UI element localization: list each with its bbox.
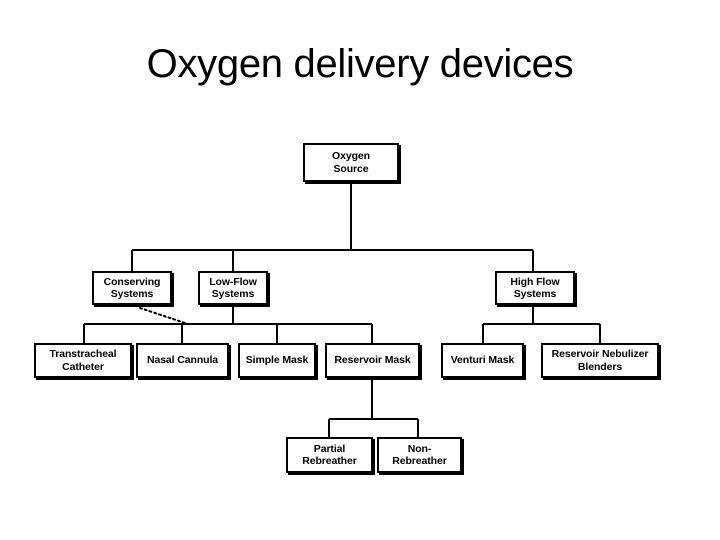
node-reservoir-mask-label: Reservoir Mask <box>334 354 411 367</box>
node-non-rebreather-label: Non- Rebreather <box>392 442 447 468</box>
node-nasal-cannula[interactable]: Nasal Cannula <box>136 343 229 378</box>
node-reservoir-mask[interactable]: Reservoir Mask <box>325 343 420 378</box>
node-high-flow-systems-label: High Flow Systems <box>510 275 560 301</box>
node-venturi-mask[interactable]: Venturi Mask <box>441 343 524 378</box>
node-low-flow-systems[interactable]: Low-Flow Systems <box>198 271 268 305</box>
node-oxygen-source-label: Oxygen Source <box>332 150 370 175</box>
node-reservoir-nebulizer-blenders-label: Reservoir Nebulizer Blenders <box>551 348 649 373</box>
node-transtracheal-catheter-label: Transtracheal Catheter <box>49 348 117 373</box>
node-partial-rebreather-label: Partial Rebreather <box>302 442 357 468</box>
node-transtracheal-catheter[interactable]: Transtracheal Catheter <box>34 343 132 378</box>
node-simple-mask-label: Simple Mask <box>245 354 309 367</box>
node-conserving-systems[interactable]: Conserving Systems <box>92 271 172 305</box>
edge-dotted-conserving-to-transtracheal <box>139 307 189 325</box>
page-title: Oxygen delivery devices <box>146 42 574 86</box>
node-oxygen-source[interactable]: Oxygen Source <box>303 143 399 182</box>
node-simple-mask[interactable]: Simple Mask <box>238 343 316 378</box>
node-reservoir-nebulizer-blenders[interactable]: Reservoir Nebulizer Blenders <box>541 343 659 378</box>
node-venturi-mask-label: Venturi Mask <box>450 354 515 367</box>
node-non-rebreather[interactable]: Non- Rebreather <box>377 437 462 473</box>
node-low-flow-systems-label: Low-Flow Systems <box>209 275 257 301</box>
node-nasal-cannula-label: Nasal Cannula <box>146 354 219 367</box>
node-high-flow-systems[interactable]: High Flow Systems <box>495 271 575 305</box>
node-conserving-systems-label: Conserving Systems <box>103 275 161 301</box>
node-partial-rebreather[interactable]: Partial Rebreather <box>286 437 373 473</box>
